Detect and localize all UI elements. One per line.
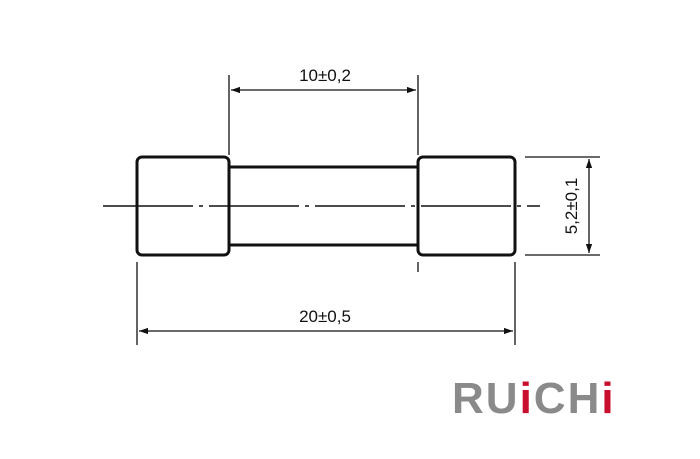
logo-letter-i: i	[601, 374, 616, 423]
logo-letter-i: i	[519, 374, 534, 423]
logo-letter: R	[452, 374, 486, 423]
diameter-label: 5,2±0,1	[562, 178, 581, 235]
logo-text: RUiCHi	[452, 376, 616, 422]
right-end-cap	[416, 155, 517, 257]
logo-letter: H	[567, 374, 602, 423]
logo-letter: U	[485, 374, 520, 423]
logo-letter: C	[533, 374, 568, 423]
body-length-label: 10±0,2	[299, 66, 351, 85]
overall-length-label: 20±0,5	[299, 307, 351, 326]
ruichi-logo: RUiCHi	[452, 376, 616, 422]
